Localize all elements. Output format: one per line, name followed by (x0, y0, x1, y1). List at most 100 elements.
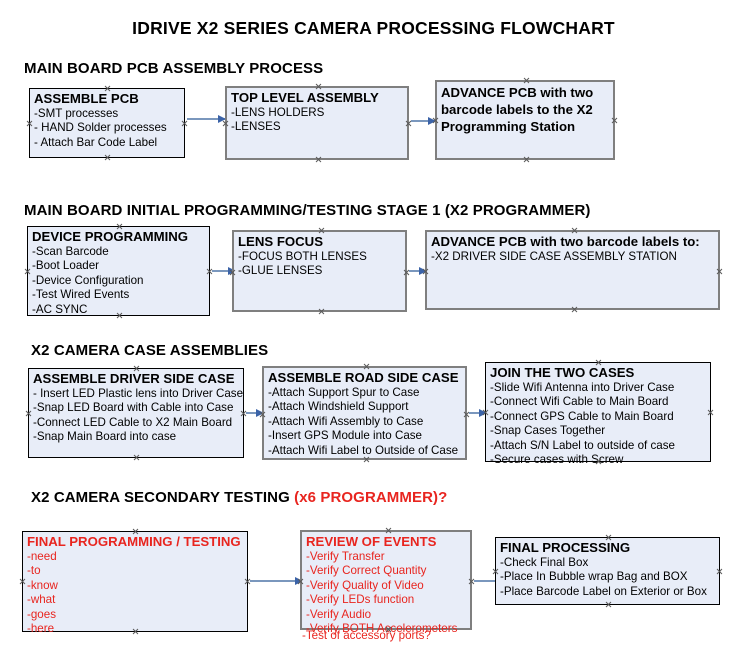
flow-box-line: -X2 DRIVER SIDE CASE ASSEMBLY STATION (431, 249, 677, 263)
connector-handle-top[interactable] (385, 527, 392, 534)
flow-box-line: - HAND Solder processes (34, 121, 167, 135)
flow-box-line: -GLUE LENSES (238, 264, 323, 278)
flow-box-line: -Slide Wifi Antenna into Driver Case (490, 380, 675, 394)
flow-box-heading: FINAL PROGRAMMING / TESTING (27, 534, 241, 549)
flow-box-line: -Test Wired Events (32, 288, 130, 302)
flow-box-heading: ASSEMBLE ROAD SIDE CASE (268, 370, 459, 385)
flow-box-final-programming-testing[interactable]: FINAL PROGRAMMING / TESTING -need -to -k… (19, 531, 248, 635)
arrow-top-level-assembly-to-advance-pcb (411, 116, 436, 125)
flow-box-heading: REVIEW OF EVENTS (306, 534, 437, 549)
flow-box-line: -Place In Bubble wrap Bag and BOX (500, 570, 688, 584)
flow-box-line: -know (27, 578, 58, 592)
flow-box-line: -Scan Barcode (32, 244, 109, 258)
connector-handle-top[interactable] (571, 227, 578, 234)
flow-box-line: -Snap Main Board into case (33, 430, 177, 444)
flow-box-line: -Connect Wifi Cable to Main Board (490, 395, 669, 409)
connector-handle-right[interactable] (181, 120, 188, 127)
section-title-accent: (x6 PROGRAMMER)? (294, 489, 448, 506)
connector-handle-bottom[interactable] (605, 601, 612, 608)
flow-box-assemble-pcb[interactable]: ASSEMBLE PCB -SMT processes - HAND Solde… (29, 88, 185, 158)
arrow-assemble-pcb-to-top-level-assembly (187, 114, 226, 123)
connector-handle-left[interactable] (26, 120, 33, 127)
connector-handle-right[interactable] (611, 117, 618, 124)
flow-box-line: -Check Final Box (500, 555, 589, 569)
flow-box-content: ADVANCE PCB with two barcode labels to: … (431, 234, 716, 264)
flow-box-heading: JOIN THE TWO CASES (490, 365, 635, 380)
connector-handle-bottom[interactable] (315, 156, 322, 163)
connector-handle-top[interactable] (523, 77, 530, 84)
flow-box-line: -Attach Windshield Support (268, 400, 409, 414)
arrow-lens-focus-to-advance-pcb (409, 266, 427, 275)
flow-box-line: -LENSES (231, 120, 281, 134)
flow-box-join-the-two-cases[interactable]: JOIN THE TWO CASES -Slide Wifi Antenna i… (485, 362, 714, 466)
flow-box-advance-pcb-to-driver-side-case-station[interactable]: ADVANCE PCB with two barcode labels to: … (425, 230, 720, 310)
flow-box-line: -Place Barcode Label on Exterior or Box (500, 584, 707, 598)
connector-handle-left[interactable] (19, 578, 26, 585)
flow-box-heading: LENS FOCUS (238, 234, 323, 249)
flow-box-top-level-assembly[interactable]: TOP LEVEL ASSEMBLY -LENS HOLDERS -LENSES (225, 86, 409, 160)
flow-box-line: -goes (27, 607, 57, 621)
flow-box-content: ASSEMBLE DRIVER SIDE CASE - Insert LED P… (33, 371, 243, 445)
connector-handle-left[interactable] (24, 268, 31, 275)
flow-box-review-of-events[interactable]: REVIEW OF EVENTS -Verify Transfer -Verif… (300, 527, 472, 635)
flow-box-heading: ADVANCE PCB with two barcode labels to: (431, 234, 700, 249)
connector-handle-right[interactable] (716, 268, 723, 275)
flow-box-device-programming[interactable]: DEVICE PROGRAMMING -Scan Barcode -Boot L… (27, 226, 210, 316)
flow-box-line: -Secure cases with Screw (490, 453, 624, 467)
connector-handle-bottom[interactable] (104, 154, 111, 161)
flow-box-line: -LENS HOLDERS (231, 105, 325, 119)
flow-box-line: -Snap Cases Together (490, 424, 606, 438)
flow-box-assemble-road-side-case[interactable]: ASSEMBLE ROAD SIDE CASE -Attach Support … (262, 366, 467, 460)
flow-box-heading: ADVANCE PCB with two barcode labels to t… (441, 85, 594, 134)
flow-box-heading: ASSEMBLE PCB (34, 91, 139, 106)
flow-box-content: ADVANCE PCB with two barcode labels to t… (441, 84, 607, 135)
flow-box-line: -Boot Loader (32, 259, 100, 273)
flow-box-lens-focus[interactable]: LENS FOCUS -FOCUS BOTH LENSES -GLUE LENS… (232, 230, 407, 312)
flow-box-line: -Device Configuration (32, 273, 144, 287)
flow-box-line: -Verify LEDs function (306, 593, 415, 607)
section-title-x2-camera-secondary-testing: X2 CAMERA SECONDARY TESTING (x6 PROGRAMM… (31, 489, 447, 506)
section-title-main-board-pcb-assembly: MAIN BOARD PCB ASSEMBLY PROCESS (24, 60, 323, 77)
flow-box-line: -Verify Correct Quantity (306, 564, 427, 578)
connector-handle-bottom[interactable] (133, 454, 140, 461)
flow-box-line: -Verify Transfer (306, 549, 385, 563)
flow-box-content: ASSEMBLE PCB -SMT processes - HAND Solde… (34, 91, 182, 150)
connector-handle-right[interactable] (716, 568, 723, 575)
connector-handle-bottom[interactable] (318, 308, 325, 315)
flow-box-line: -Attach Wifi Label to Outside of Case (268, 443, 459, 457)
flow-box-heading: TOP LEVEL ASSEMBLY (231, 90, 379, 105)
flow-box-overflow-line-review-of-events: -Test of accessory ports? (302, 629, 431, 642)
connector-handle-top[interactable] (315, 83, 322, 90)
connector-handle-left[interactable] (25, 410, 32, 417)
flow-box-line: -Attach Wifi Assembly to Case (268, 414, 424, 428)
flow-box-line: -Connect LED Cable to X2 Main Board (33, 415, 233, 429)
flow-box-content: FINAL PROCESSING -Check Final Box -Place… (500, 540, 717, 599)
section-title-x2-camera-case-assemblies: X2 CAMERA CASE ASSEMBLIES (31, 342, 268, 359)
connector-handle-right[interactable] (707, 409, 714, 416)
connector-handle-left[interactable] (492, 568, 499, 575)
arrow-driver-side-case-to-road-side-case (246, 408, 264, 417)
flow-box-line: - Attach Bar Code Label (34, 135, 158, 149)
flow-box-line: -need (27, 549, 57, 563)
connector-handle-bottom[interactable] (571, 306, 578, 313)
section-title-text: MAIN BOARD INITIAL PROGRAMMING/TESTING S… (24, 202, 591, 219)
flow-box-content: TOP LEVEL ASSEMBLY -LENS HOLDERS -LENSES (231, 90, 405, 135)
flow-box-assemble-driver-side-case[interactable]: ASSEMBLE DRIVER SIDE CASE - Insert LED P… (28, 368, 244, 458)
flow-box-line: -Attach Support Spur to Case (268, 385, 420, 399)
flow-box-line: -Connect GPS Cable to Main Board (490, 409, 674, 423)
section-title-text: X2 CAMERA CASE ASSEMBLIES (31, 342, 269, 359)
flow-box-line: -here (27, 622, 55, 636)
flow-box-line: -Verify BOTH Accelerometers (306, 622, 458, 636)
flow-box-line: -Snap LED Board with Cable into Case (33, 401, 234, 415)
connector-handle-top[interactable] (363, 363, 370, 370)
flow-box-final-processing[interactable]: FINAL PROCESSING -Check Final Box -Place… (495, 537, 720, 605)
connector-handle-top[interactable] (318, 227, 325, 234)
flow-box-line: -FOCUS BOTH LENSES (238, 249, 367, 263)
flow-box-line: -to (27, 564, 41, 578)
flow-box-advance-pcb-to-x2-programming-station[interactable]: ADVANCE PCB with two barcode labels to t… (435, 80, 615, 160)
connector-handle-bottom[interactable] (523, 156, 530, 163)
section-title-text: MAIN BOARD PCB ASSEMBLY PROCESS (24, 60, 324, 77)
flow-box-content: FINAL PROGRAMMING / TESTING -need -to -k… (27, 534, 245, 637)
section-title-text: X2 CAMERA SECONDARY TESTING (31, 489, 295, 506)
